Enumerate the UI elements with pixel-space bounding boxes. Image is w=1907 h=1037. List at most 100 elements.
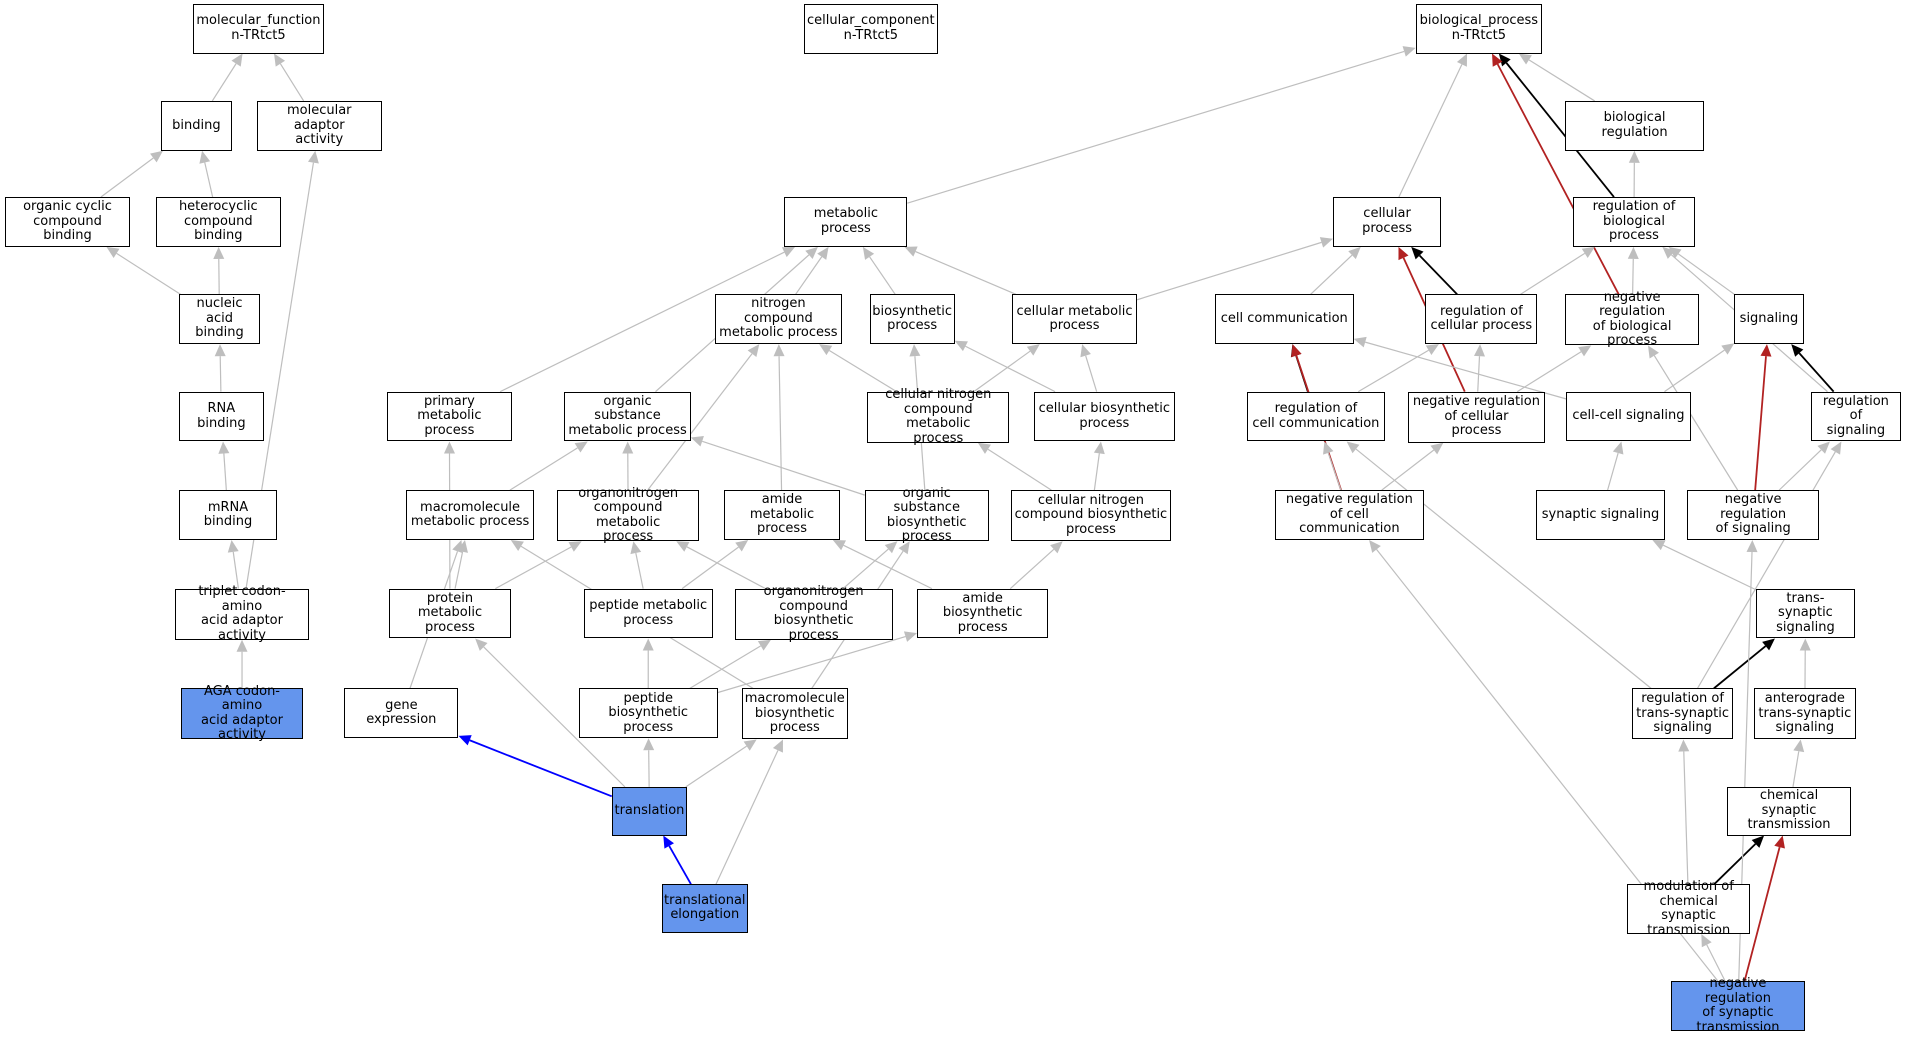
node-organonitrogen-compound-metabolic-process[interactable]: organonitrogen compound metabolic proces… — [557, 486, 700, 544]
node-signaling[interactable]: signaling — [1734, 294, 1804, 345]
node-negative-regulation-of-biological-process[interactable]: negative regulation of biological proces… — [1565, 290, 1700, 348]
node-metabolic-process[interactable]: metabolic process — [784, 197, 908, 247]
node-label: regulation of signaling — [1822, 393, 1889, 438]
node-label: anterograde trans-synaptic signaling — [1758, 691, 1852, 736]
arrowhead-cell_cell_sig-to-cell_comm — [1353, 336, 1367, 348]
arrowhead-reg_cell_comm-to-reg_cell_proc — [1425, 344, 1439, 356]
node-organonitrogen-compound-biosynthetic-process[interactable]: organonitrogen compound biosynthetic pro… — [734, 584, 893, 642]
arrowhead-reg_trans_syn-to-reg_signaling — [1830, 441, 1842, 455]
edge-amide_met-to-nitrogen_comp — [778, 356, 783, 491]
node-negative-regulation-of-synaptic-transmission[interactable]: negative regulation of synaptic transmis… — [1671, 977, 1805, 1035]
node-anterograde-trans-synaptic-signaling[interactable]: anterograde trans-synaptic signaling — [1753, 688, 1856, 740]
node-label: macromolecule biosynthetic process — [744, 691, 845, 736]
arrowhead-neg_reg_syn-to-mod_chem_syn — [1701, 934, 1712, 948]
node-cellular-process[interactable]: cellular process — [1332, 197, 1442, 247]
arrowhead-cell_cell_sig-to-signaling — [1721, 343, 1735, 355]
node-macromolecule-biosynthetic-process[interactable]: macromolecule biosynthetic process — [741, 688, 848, 740]
node-label: RNA binding — [197, 401, 246, 431]
edge-neg_reg_sig-to-reg_signaling — [1778, 449, 1822, 491]
node-organic-cyclic-compound-binding[interactable]: organic cyclic compound binding — [4, 197, 131, 247]
node-mrna-binding[interactable]: mRNA binding — [178, 490, 278, 540]
arrowhead-reg_signaling-to-signaling — [1791, 344, 1804, 357]
node-peptide-biosynthetic-process[interactable]: peptide biosynthetic process — [578, 688, 718, 739]
node-amide-metabolic-process[interactable]: amide metabolic process — [723, 490, 841, 540]
node-translational-elongation[interactable]: translational elongation — [661, 884, 748, 933]
node-chemical-synaptic-transmission[interactable]: chemical synaptic transmission — [1727, 786, 1852, 836]
node-macromolecule-metabolic-process[interactable]: macromolecule metabolic process — [406, 490, 534, 540]
node-amide-biosynthetic-process[interactable]: amide biosynthetic process — [917, 588, 1049, 639]
node-heterocyclic-compound-binding[interactable]: heterocyclic compound binding — [155, 197, 281, 247]
node-cellular-nitrogen-compound-metabolic-process[interactable]: cellular nitrogen compound metabolic pro… — [867, 387, 1010, 445]
node-nucleic-acid-binding[interactable]: nucleic acid binding — [178, 294, 261, 345]
node-label: amide metabolic process — [749, 492, 815, 537]
node-trans-synaptic-signaling[interactable]: trans-synaptic signaling — [1756, 588, 1855, 639]
node-cellular-component[interactable]: cellular_component n-TRtct5 — [803, 3, 938, 54]
node-protein-metabolic-process[interactable]: protein metabolic process — [389, 588, 511, 639]
arrowhead-gene_expr-to-macromol_met — [452, 539, 463, 554]
arrowhead-translation-to-peptide_bio — [643, 738, 655, 751]
node-label: organonitrogen compound metabolic proces… — [578, 485, 679, 545]
node-label: organic cyclic compound binding — [23, 199, 112, 244]
node-cellular-metabolic-process[interactable]: cellular metabolic process — [1011, 294, 1138, 345]
node-label: cellular nitrogen compound biosynthetic … — [1014, 492, 1168, 537]
node-cell-cell-signaling[interactable]: cell-cell signaling — [1566, 391, 1691, 442]
arrowhead-primary_metabolic-to-metabolic — [781, 246, 796, 258]
node-negative-regulation-of-cell-communication[interactable]: negative regulation of cell communicatio… — [1274, 490, 1425, 540]
arrowhead-chem_syn-to-antero — [1793, 739, 1805, 753]
node-biological-regulation[interactable]: biological regulation — [1565, 100, 1704, 151]
node-regulation-of-cellular-process[interactable]: regulation of cellular process — [1425, 294, 1538, 345]
node-negative-regulation-of-cellular-process[interactable]: negative regulation of cellular process — [1408, 391, 1545, 443]
node-molecular-adaptor-activity[interactable]: molecular adaptor activity — [256, 100, 382, 151]
arrowhead-peptide_bio-to-amide_bio — [903, 631, 918, 642]
edge-reg_trans_syn-to-trans_syn — [1713, 645, 1767, 690]
node-triplet-codon-amino-acid-adaptor[interactable]: triplet codon-amino acid adaptor activit… — [175, 584, 309, 642]
node-negative-regulation-of-signaling[interactable]: negative regulation of signaling — [1686, 490, 1820, 540]
node-peptide-metabolic-process[interactable]: peptide metabolic process — [583, 588, 713, 639]
node-regulation-of-biological-process[interactable]: regulation of biological process — [1572, 197, 1696, 247]
edge-metabolic-to-bp — [907, 50, 1405, 204]
node-molecular-function[interactable]: molecular_function n-TRtct5 — [193, 3, 324, 54]
node-label: negative regulation of cell communicatio… — [1285, 492, 1413, 537]
arrowhead-rna_binding-to-nucleic_acid — [214, 344, 226, 357]
node-translation[interactable]: translation — [611, 786, 688, 836]
node-rna-binding[interactable]: RNA binding — [178, 391, 264, 442]
edge-cell_nitrogen_bio-to-cell_biosynthetic — [1093, 453, 1100, 491]
arrowhead-org_cyclic-to-binding — [150, 150, 163, 163]
node-biosynthetic-process[interactable]: biosynthetic process — [869, 294, 955, 345]
node-organic-substance-metabolic-process[interactable]: organic substance metabolic process — [564, 391, 691, 442]
edge-peptide_met-to-organonitrogen_met — [635, 552, 644, 589]
node-label: cellular process — [1362, 206, 1413, 236]
node-cell-communication[interactable]: cell communication — [1214, 294, 1354, 345]
node-regulation-of-signaling[interactable]: regulation of signaling — [1810, 391, 1901, 442]
node-organic-substance-biosynthetic-process[interactable]: organic substance biosynthetic process — [864, 486, 989, 544]
node-binding[interactable]: binding — [160, 100, 233, 151]
arrowhead-mol_adaptor-to-mf — [274, 53, 286, 67]
arrowhead-triplet-to-mrna_binding — [227, 539, 239, 553]
node-regulation-of-cell-communication[interactable]: regulation of cell communication — [1246, 391, 1386, 442]
node-synaptic-signaling[interactable]: synaptic signaling — [1536, 490, 1665, 540]
node-cellular-nitrogen-compound-biosynthetic-process[interactable]: cellular nitrogen compound biosynthetic … — [1010, 490, 1172, 542]
arrowhead-cell_comm-to-cellular_process — [1348, 246, 1361, 260]
arrowhead-reg_trans_syn-to-trans_syn — [1762, 638, 1775, 651]
node-label: biosynthetic process — [872, 303, 952, 334]
arrowhead-neg_reg_cell_comm-to-cell_comm — [1291, 344, 1302, 358]
arrowhead-neg_reg_cell_comm-to-reg_cell_comm — [1323, 441, 1334, 455]
node-aga-codon-amino-acid-adaptor[interactable]: AGA codon-amino acid adaptor activity — [181, 684, 303, 742]
node-nitrogen-compound-metabolic-process[interactable]: nitrogen compound metabolic process — [715, 294, 842, 345]
edge-signaling-to-reg_bio — [1677, 253, 1735, 295]
node-primary-metabolic-process[interactable]: primary metabolic process — [386, 391, 513, 442]
edge-organonitrogen_bio-to-org_subst_bio — [842, 548, 889, 590]
node-label: primary metabolic process — [417, 393, 482, 438]
node-modulation-of-chemical-synaptic-transmission[interactable]: modulation of chemical synaptic transmis… — [1627, 879, 1751, 937]
node-biological-process[interactable]: biological_process n-TRtct5 — [1415, 3, 1543, 54]
edge-peptide_met-to-amide_met — [681, 546, 739, 590]
arrowhead-trans_syn-to-synaptic_sig — [1652, 539, 1666, 551]
node-gene-expression[interactable]: gene expression — [344, 688, 459, 739]
edge-rna_binding-to-nucleic_acid — [219, 356, 222, 392]
node-regulation-of-trans-synaptic-signaling[interactable]: regulation of trans-synaptic signaling — [1632, 688, 1734, 740]
arrowhead-cell_nitrogen_met-to-cell_metabolic — [1026, 344, 1040, 356]
node-cellular-biosynthetic-process[interactable]: cellular biosynthetic process — [1033, 391, 1175, 442]
node-label: regulation of cell communication — [1252, 401, 1380, 431]
node-label: molecular adaptor activity — [286, 103, 352, 148]
arrowhead-neg_reg_cell_proc-to-neg_reg_bio — [1578, 345, 1592, 357]
